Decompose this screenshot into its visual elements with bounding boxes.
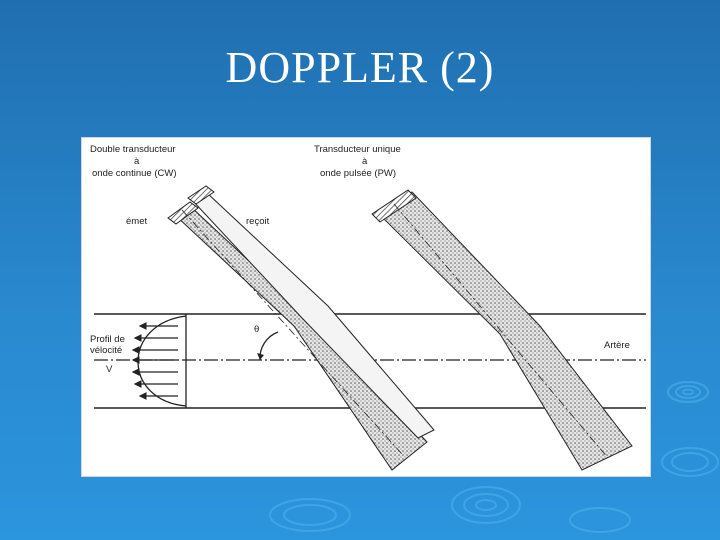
slide-title: DOPPLER (2) [225,43,495,92]
cw-emit-beam [173,205,428,471]
cw-dual-transducer-head [167,185,215,225]
doppler-diagram: Double transducteur à onde continue (CW)… [82,138,650,476]
diagram-drawing [94,185,646,471]
angle-label: θ [254,324,260,335]
pw-title-line2: à [362,156,368,167]
artery-label: Artère [604,340,630,351]
receive-label: reçoit [246,216,270,227]
velocity-profile-label-line2: vélocité [90,345,123,356]
pw-transducer-head [371,189,417,223]
velocity-profile-label-line1: Profil de [90,334,125,345]
pw-title-line1: Transducteur unique [314,144,401,155]
velocity-symbol: V [106,364,113,375]
emit-label: émet [126,216,148,227]
cw-title-line3: onde continue (CW) [92,168,177,179]
pw-beam [376,191,633,471]
velocity-profile [131,314,187,408]
cw-title-line2: à [134,156,140,167]
cw-title-line1: Double transducteur [90,144,176,155]
pw-title-line3: onde pulsée (PW) [320,168,397,179]
